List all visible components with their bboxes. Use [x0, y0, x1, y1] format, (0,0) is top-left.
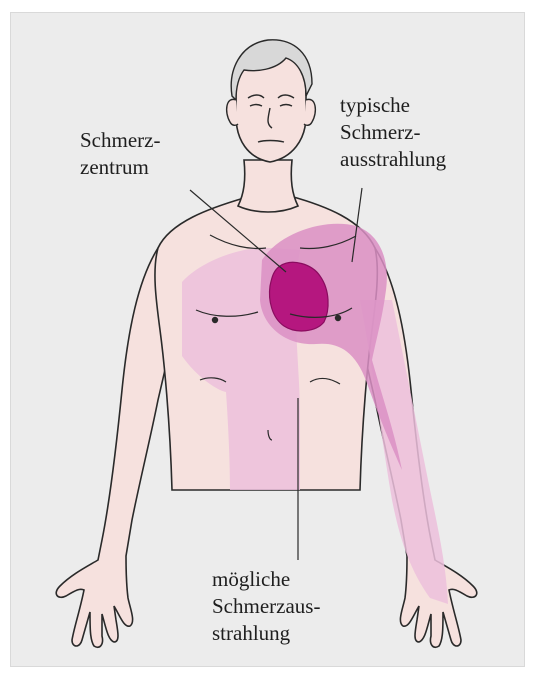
label-typical-radiation: typische Schmerz- ausstrahlung: [340, 92, 446, 173]
label-pain-center: Schmerz- zentrum: [80, 127, 160, 181]
head: [227, 40, 316, 162]
label-possible-radiation: mögliche Schmerzaus- strahlung: [212, 566, 320, 647]
neck: [238, 160, 298, 212]
